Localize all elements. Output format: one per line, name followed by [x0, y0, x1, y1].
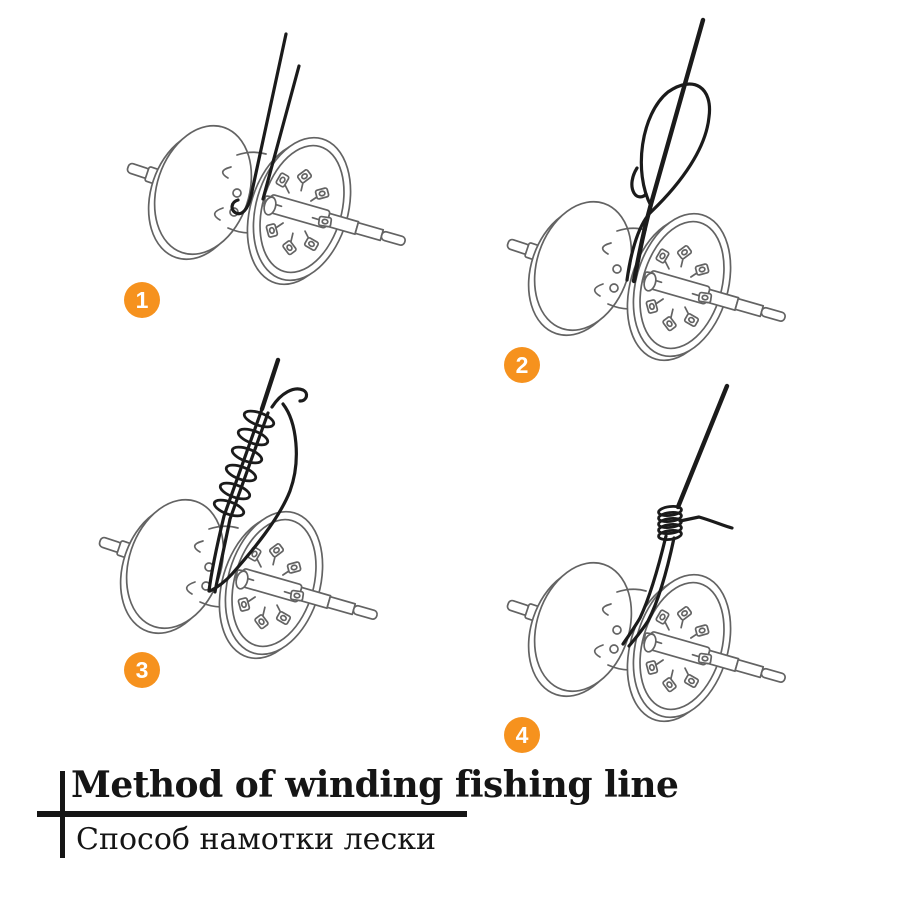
caption-horizontal-rule — [37, 811, 467, 817]
line-spool-drawing — [126, 124, 406, 286]
step-4-badge: 4 — [504, 717, 540, 753]
spool-step-4-illustration — [506, 383, 786, 723]
line-spool-drawing — [98, 498, 378, 660]
line-spool-drawing — [506, 561, 786, 723]
step-3-figure — [80, 357, 420, 670]
step-3-number: 3 — [135, 656, 149, 683]
step-1-number: 1 — [135, 286, 149, 313]
step-2-figure — [480, 17, 810, 365]
step-3-badge: 3 — [124, 652, 160, 688]
title-russian: Способ намотки лески — [76, 822, 436, 857]
step-4-number: 4 — [515, 721, 529, 748]
spool-step-1-illustration — [126, 32, 406, 286]
title-english: Method of winding fishing line — [71, 764, 679, 806]
line-spool-drawing — [506, 200, 786, 362]
step-1-figure — [100, 20, 420, 300]
fishing-line-step-4 — [621, 383, 734, 648]
fishing-line-step-2 — [625, 17, 712, 284]
fishing-line-step-3 — [207, 357, 309, 594]
spool-step-2-illustration — [506, 17, 786, 362]
step-2-badge: 2 — [504, 347, 540, 383]
step-1-badge: 1 — [124, 282, 160, 318]
step-2-number: 2 — [515, 351, 529, 378]
spool-step-3-illustration — [98, 357, 378, 660]
step-4-figure — [480, 378, 820, 725]
fishing-line-step-1 — [230, 32, 301, 216]
